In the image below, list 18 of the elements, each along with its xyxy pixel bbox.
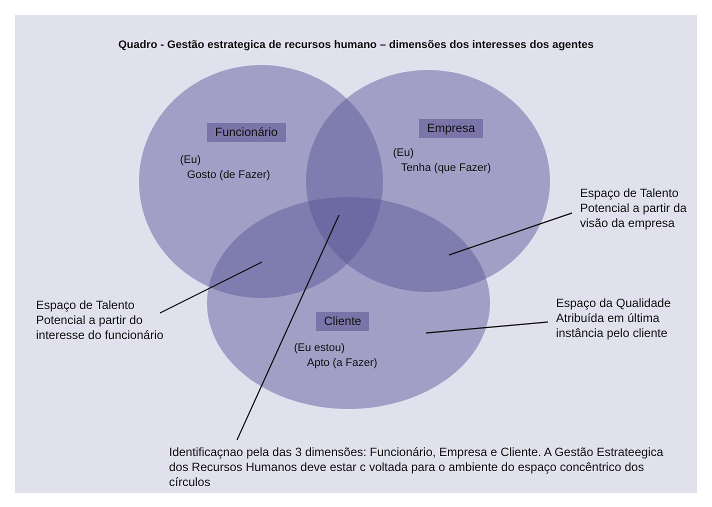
circle-text: (Eu) [180,153,201,168]
callout-text: Espaço da Qualidade Atribuída em última instância pelo cliente [556,296,691,341]
diagram-title: Quadro - Gestão estrategica de recursos humano – dimensões dos interesses dos agentes [117,39,595,51]
leader-line [160,261,262,314]
leader-line [448,212,572,256]
circle-text: Apto (a Fazer) [307,356,378,371]
circle-text: Gosto (de Fazer) [187,168,270,183]
circle-title: Empresa [419,119,484,138]
circle-title: Funcionário [207,123,286,142]
circle-text: (Eu) [393,146,414,161]
circle-text: (Eu estou) [294,341,345,356]
circle-title: Cliente [316,312,370,331]
circle-text: Tenha (que Fazer) [401,161,491,176]
leader-line [236,214,340,440]
leader-line [426,321,548,334]
callout-text: Identificaçnao pela das 3 dimensões: Funcionário, Empresa e Cliente. A Gestão Estrateegica dos Recursos Humanos deve estar c voltada para o ambiente do espaço concêntrico dos círculos [169,445,669,490]
callout-text: Espaço de Talento Potencial a partir da visão da empresa [580,186,698,231]
callout-text: Espaço de Talento Potencial a partir do interesse do funcionário [36,298,186,343]
